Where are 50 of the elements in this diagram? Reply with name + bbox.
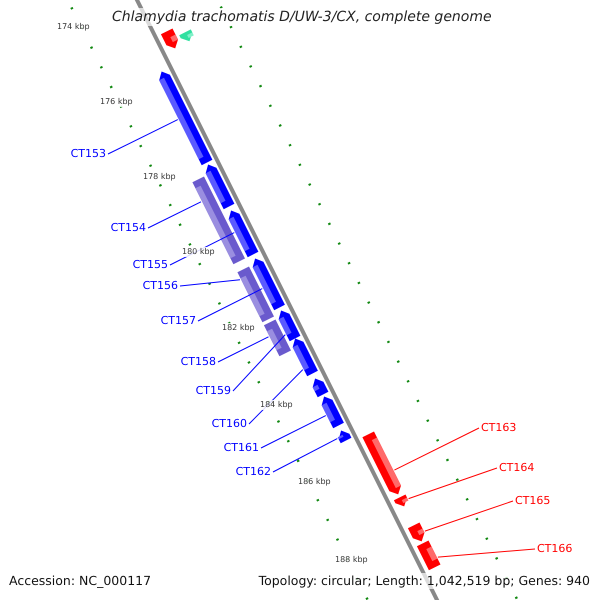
gene-label: CT160 [212, 417, 247, 430]
leader-line [424, 500, 514, 532]
gene-label: CT153 [70, 147, 106, 160]
gene-label: CT155 [132, 258, 168, 271]
position-label: 174 kbp [57, 22, 90, 32]
gene-block [159, 72, 212, 166]
genome-summary: Topology: circular; Length: 1,042,519 bp; Genes: 940 [258, 573, 590, 589]
gene-block [416, 540, 440, 570]
leader-line [180, 279, 240, 286]
position-label: 186 kbp [298, 477, 331, 487]
position-label: 178 kbp [143, 172, 176, 182]
accession-label: Accession: NC_000117 [9, 573, 152, 589]
gene-label: CT157 [160, 314, 196, 327]
gene-label: CT159 [196, 384, 231, 397]
leader-line [437, 548, 536, 558]
gene-block [237, 266, 274, 322]
leader-line [394, 428, 480, 471]
position-label: 176 kbp [100, 97, 133, 107]
leader-line [148, 201, 202, 228]
gene-label: CT166 [537, 542, 572, 555]
gene-block [394, 494, 408, 506]
gene-block [292, 338, 318, 376]
gene-label: CT162 [236, 465, 271, 478]
position-label: 182 kbp [222, 323, 255, 333]
gene-label: CT154 [110, 221, 146, 234]
gene-block [179, 29, 194, 42]
leader-line [272, 438, 338, 472]
leader-line [218, 336, 269, 362]
gene-block [322, 396, 344, 428]
gene-block [362, 432, 401, 494]
leader-line [260, 415, 326, 448]
position-label: 180 kbp [182, 247, 215, 257]
gene-label: CT161 [224, 441, 259, 454]
gene-block [228, 210, 258, 258]
leader-line [198, 288, 263, 322]
gene-label: CT165 [515, 494, 550, 507]
gene-block [408, 522, 424, 542]
gene-block [338, 430, 352, 444]
position-label: 188 kbp [335, 555, 368, 565]
gene-block [312, 378, 328, 398]
gene-label: CT163 [481, 421, 516, 434]
gene-label: CT158 [180, 355, 216, 368]
leader-line [108, 119, 178, 154]
gene-block [160, 28, 178, 48]
gene-block [264, 320, 291, 356]
leader-line [232, 334, 286, 392]
gene-label: CT156 [142, 279, 178, 292]
gene-label: CT164 [499, 461, 534, 474]
leader-line [408, 468, 498, 500]
position-label: 184 kbp [260, 400, 293, 410]
